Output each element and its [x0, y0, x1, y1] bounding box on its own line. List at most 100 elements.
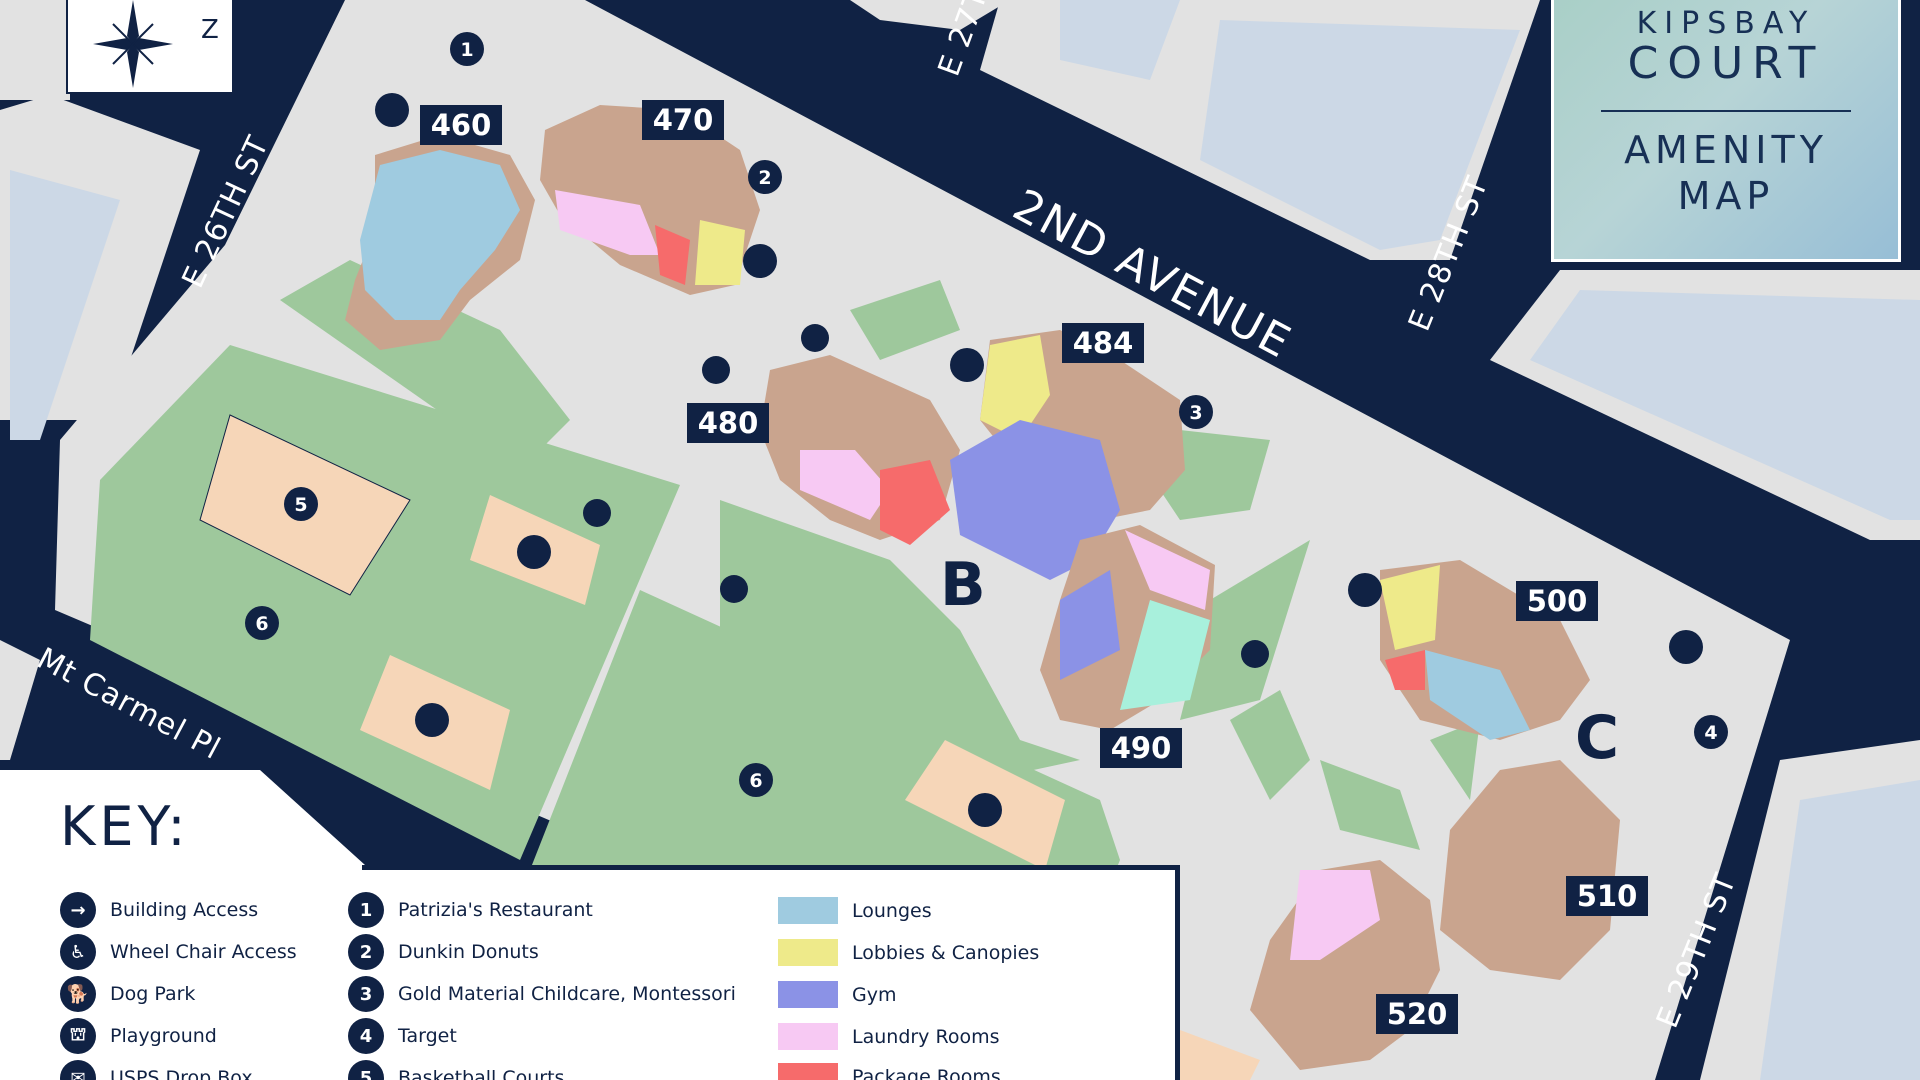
car-icon: [375, 93, 409, 127]
laundry-480: [800, 450, 890, 520]
key-item-lobbies: Lobbies & Canopies: [778, 939, 1039, 966]
marker-2-text: 2: [758, 167, 771, 189]
lobby-484: [980, 335, 1050, 440]
compass-star-icon: Z: [93, 0, 219, 88]
playground-icon: [968, 793, 1002, 827]
mail-icon: ✉: [60, 1060, 96, 1080]
building-510: [1440, 760, 1620, 980]
building-labels: 460 470 480 484 490 500 510 520: [420, 100, 1648, 1034]
key-label: Building Access: [110, 899, 259, 921]
key-label: USPS Drop Box: [110, 1067, 253, 1080]
compass: Z: [66, 0, 234, 94]
lobby-470: [695, 220, 745, 285]
dog-icon: 🐕: [60, 976, 96, 1012]
wheelchair-icon: [702, 356, 730, 384]
marker-4-text: 4: [1704, 722, 1717, 744]
marker-6a: [245, 606, 279, 640]
wheelchair-icon: [1241, 640, 1269, 668]
lounge-460: [360, 150, 520, 320]
number-2-icon: 2: [348, 934, 384, 970]
package-480: [880, 460, 950, 545]
lawn: [850, 280, 960, 360]
package-500: [1385, 650, 1425, 690]
key-item-dog-park: 🐕 Dog Park: [60, 976, 195, 1012]
city-block: [0, 0, 70, 100]
lobby-500: [1380, 565, 1440, 650]
building-label-510: 510: [1577, 879, 1638, 913]
label-box-520: [1376, 994, 1458, 1034]
building-label-460: 460: [431, 108, 492, 142]
key-item-playground: ⛫ Playground: [60, 1018, 217, 1054]
key-label: Lobbies & Canopies: [852, 941, 1040, 964]
marker-6b: [739, 763, 773, 797]
buildings: [345, 105, 1620, 1070]
label-box-484: [1062, 323, 1144, 363]
city-block: [1200, 20, 1520, 250]
dog-icon: [517, 535, 551, 569]
marker-3: [1179, 395, 1213, 429]
number-3-icon: 3: [348, 976, 384, 1012]
key-label: Wheel Chair Access: [110, 941, 297, 963]
label-box-490: [1100, 728, 1182, 768]
gym-490: [1060, 570, 1120, 680]
key-label: Patrizia's Restaurant: [398, 899, 593, 921]
key-item-basketball: 5 Basketball Courts: [348, 1060, 564, 1080]
package-470: [655, 225, 690, 285]
title-line-4: MAP: [1677, 173, 1775, 218]
building-access-icon: [1348, 573, 1382, 607]
laundry-470: [555, 190, 660, 255]
key-item-wheelchair: ♿ Wheel Chair Access: [60, 934, 297, 970]
wheelchair-icon: [720, 575, 748, 603]
city-block: [1760, 780, 1920, 1080]
city-block: [1530, 290, 1920, 520]
marker-3-text: 3: [1189, 402, 1202, 424]
building-label-470: 470: [653, 103, 714, 137]
building-access-icon: [743, 244, 777, 278]
building-label-484: 484: [1073, 326, 1134, 360]
building-label-490: 490: [1111, 731, 1172, 765]
lounge-500: [1425, 650, 1530, 740]
key-item-usps: ✉ USPS Drop Box: [60, 1060, 253, 1080]
marker-6b-text: 6: [749, 770, 762, 792]
key-item-laundry: Laundry Rooms: [778, 1023, 999, 1050]
label-box-460: [420, 105, 502, 145]
wheelchair-icon: [583, 499, 611, 527]
wheelchair-icon: [801, 324, 829, 352]
section-label-c: C: [1575, 703, 1619, 773]
laundry-swatch: [778, 1023, 838, 1050]
childcare-490: [1120, 600, 1210, 710]
lawn: [1180, 540, 1310, 720]
marker-5: [284, 487, 318, 521]
title-line-1: KIPSBAY: [1636, 6, 1816, 41]
playground-icon: ⛫: [60, 1018, 96, 1054]
lawn: [1160, 430, 1270, 520]
marker-6a-text: 6: [255, 613, 268, 635]
city-block: [850, 0, 1010, 30]
lobby-swatch: [778, 939, 838, 966]
package-swatch: [778, 1063, 838, 1080]
key-item-building-access: → Building Access: [60, 892, 258, 928]
arrow-right-icon: →: [60, 892, 96, 928]
key-item-restaurant: 1 Patrizia's Restaurant: [348, 892, 593, 928]
gym: [950, 420, 1120, 580]
key-title: KEY:: [60, 795, 190, 858]
label-box-470: [642, 100, 724, 140]
key-item-package: Package Rooms: [778, 1063, 1001, 1080]
key-label: Gym: [852, 983, 897, 1006]
section-label-b: B: [940, 550, 986, 620]
lawn: [1320, 760, 1420, 850]
building-label-480: 480: [698, 406, 759, 440]
title-divider: [1601, 110, 1851, 113]
city-block: [1060, 0, 1180, 80]
city-block: [0, 640, 40, 760]
wheelchair-icon: ♿: [60, 934, 96, 970]
lawn: [1230, 690, 1310, 800]
marker-4: [1694, 715, 1728, 749]
lounge-swatch: [778, 897, 838, 924]
label-box-510: [1566, 876, 1648, 916]
title-card: KIPSBAY COURT AMENITY MAP: [1551, 0, 1901, 262]
map-icons: [375, 93, 1703, 827]
title-line-3: AMENITY: [1624, 128, 1828, 173]
